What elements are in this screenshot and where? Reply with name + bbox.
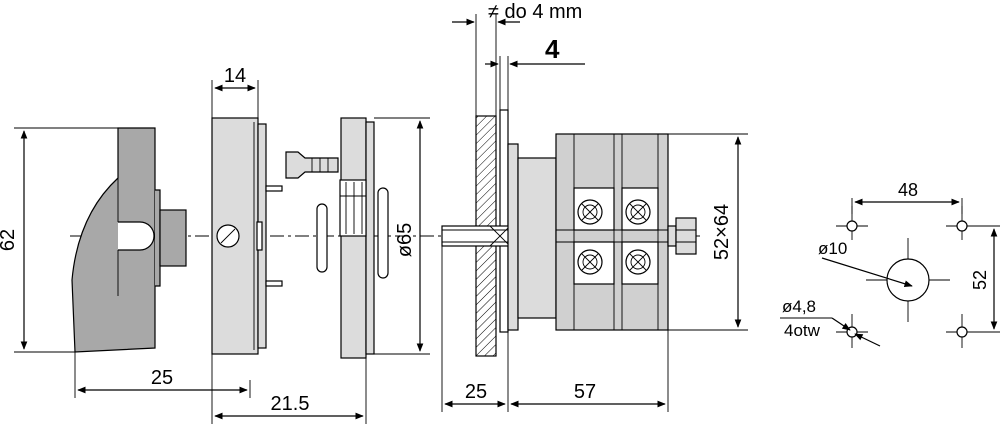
switch-body-part [507, 133, 697, 331]
shaft-part [441, 225, 511, 247]
dim-bezel-width: 14 [224, 65, 246, 87]
terminal-screw-icon [577, 199, 603, 225]
dim-shaft-length: 25 [465, 381, 487, 403]
center-hole-icon [886, 258, 930, 302]
dim-mount-hole-count: 4otw [784, 321, 821, 340]
dim-center-hole: ø10 [818, 239, 847, 258]
dim-hole-spacing-v: 52 [970, 270, 990, 290]
mounting-plate-part [316, 117, 389, 359]
dim-hole-spacing-h: 48 [898, 180, 918, 200]
dim-plate-offset: 21.5 [271, 393, 310, 415]
dim-handle-height: 62 [0, 229, 19, 251]
bezel-part [211, 117, 283, 355]
mount-hole-icon [956, 220, 968, 232]
terminal-screw-icon [577, 249, 603, 275]
mount-hole-icon [956, 326, 968, 338]
dim-panel-diameter: ø65 [394, 223, 416, 257]
dim-panel-thickness: ≠ do 4 mm [488, 1, 582, 23]
dim-body-size: 52×64 [711, 204, 733, 260]
dim-mount-hole: ø4,8 [782, 297, 816, 316]
dim-panel-gap: 4 [545, 34, 560, 64]
dim-body-length: 57 [574, 381, 596, 403]
dim-handle-length: 25 [151, 367, 173, 389]
handle-part [71, 127, 187, 353]
screw-part [285, 151, 339, 179]
mount-hole-icon [846, 220, 858, 232]
terminal-screw-icon [625, 199, 651, 225]
terminal-screw-icon [625, 249, 651, 275]
